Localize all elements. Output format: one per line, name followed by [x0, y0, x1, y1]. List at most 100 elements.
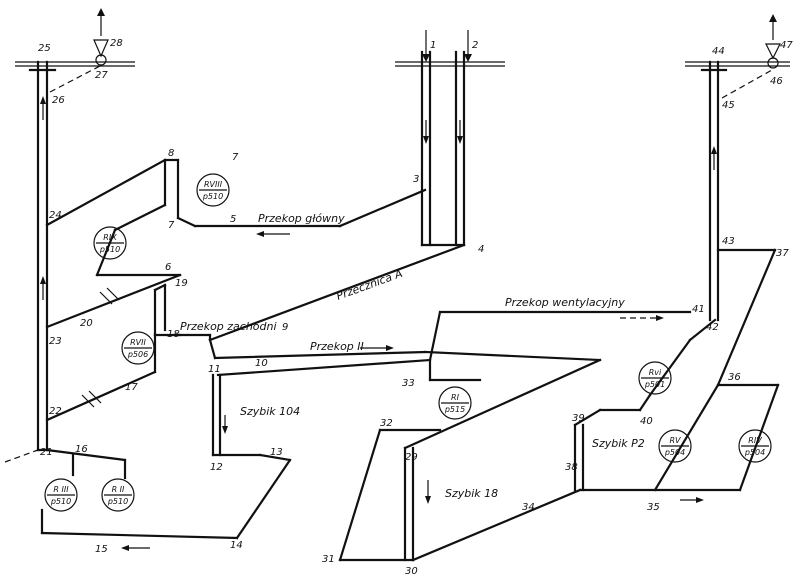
node-30: 30	[405, 566, 418, 577]
przecznica-a	[45, 243, 466, 342]
regulator-rix-bottom: p510	[99, 245, 120, 254]
node-14: 14	[230, 540, 243, 551]
node-19: 19	[175, 278, 188, 289]
node-27: 27	[95, 70, 108, 81]
node-40: 40	[640, 416, 653, 427]
upcast-shaft-right	[700, 60, 728, 322]
node-2: 2	[472, 40, 478, 51]
air-path-45-46	[721, 69, 773, 99]
regulator-rii-bottom: p510	[107, 497, 128, 506]
regulator-rviii: RVIII p510	[196, 173, 230, 207]
node-31: 31	[322, 554, 335, 565]
node-22: 22	[49, 406, 62, 417]
regulator-ri: RI p515	[438, 386, 472, 420]
regulator-rvi: Rvi p501	[638, 361, 672, 395]
node-3: 3	[413, 174, 419, 185]
node-8: 8	[168, 148, 174, 159]
node-42: 42	[706, 322, 719, 333]
node-44: 44	[712, 46, 725, 57]
node-34: 34	[522, 502, 535, 513]
node-41: 41	[692, 304, 705, 315]
regulator-rv-bottom: p504	[664, 448, 685, 457]
node-33: 33	[402, 378, 415, 389]
node-45: 45	[722, 100, 735, 111]
regulator-rviii-bottom: p510	[202, 192, 223, 201]
node-9: 9	[282, 322, 288, 333]
szybik-104	[211, 373, 292, 540]
node-7-top: 7	[232, 152, 239, 163]
regulator-rvii-top: RVII	[130, 338, 146, 347]
regulator-riii: R III p510	[44, 478, 78, 512]
regulator-ri-bottom: p515	[444, 405, 465, 414]
node-1: 1	[430, 40, 436, 51]
node-37: 37	[776, 248, 789, 259]
airflow-arrows	[40, 96, 717, 551]
downcast-shafts-center	[420, 30, 472, 247]
node-43: 43	[722, 236, 735, 247]
node-32: 32	[380, 418, 393, 429]
regulator-riv: RIV p504	[738, 429, 772, 463]
workings-szybik-18	[338, 310, 692, 562]
node-12: 12	[210, 462, 223, 473]
node-35: 35	[647, 502, 660, 513]
node-4: 4	[478, 244, 484, 255]
node-25: 25	[38, 43, 51, 54]
workings-upper-left	[45, 158, 197, 277]
label-przekop-wentylacyjny: Przekop wentylacyjny	[505, 296, 625, 309]
regulator-rvi-bottom: p501	[644, 380, 665, 389]
node-36: 36	[728, 372, 741, 383]
node-5: 5	[230, 214, 236, 225]
node-15: 15	[95, 544, 108, 555]
node-39: 39	[572, 413, 585, 424]
node-11: 11	[208, 364, 221, 375]
regulator-rvi-top: Rvi	[649, 368, 662, 377]
regulator-rii: R II p510	[101, 478, 135, 512]
air-path-26-27	[49, 65, 101, 93]
node-16: 16	[75, 444, 88, 455]
node-18: 18	[167, 329, 180, 340]
regulator-riv-top: RIV	[748, 436, 762, 445]
workings-mid-left	[45, 283, 212, 422]
node-29: 29	[405, 452, 418, 463]
regulator-rix-top: RIX	[103, 233, 117, 242]
workings-bottom-left	[4, 448, 239, 540]
regulator-riii-bottom: p510	[50, 497, 71, 506]
label-przecznica-a: Przecznica A	[335, 267, 405, 303]
node-21: 21	[40, 447, 53, 458]
regulator-riii-top: R III	[53, 485, 69, 494]
node-7: 7	[168, 220, 175, 231]
fan-left	[93, 8, 109, 66]
regulator-rviii-top: RVIII	[204, 180, 223, 189]
fan-right	[765, 14, 781, 69]
szybik-p2	[573, 318, 717, 492]
node-13: 13	[270, 447, 283, 458]
node-24: 24	[49, 210, 62, 221]
node-46: 46	[770, 76, 783, 87]
ground-surface-right	[685, 61, 790, 67]
node-26: 26	[52, 95, 65, 106]
node-6: 6	[165, 262, 171, 273]
regulator-rv: RV p504	[658, 429, 692, 463]
label-szybik-104: Szybik 104	[240, 405, 300, 418]
node-20: 20	[80, 318, 93, 329]
regulator-rvii: RVII p506	[121, 331, 155, 365]
node-10: 10	[255, 358, 268, 369]
label-szybik-18: Szybik 18	[445, 487, 498, 500]
regulator-rv-top: RV	[669, 436, 681, 445]
node-47: 47	[780, 40, 793, 51]
node-38: 38	[565, 462, 578, 473]
label-przekop-ii: Przekop II	[310, 340, 364, 353]
regulator-rvii-bottom: p506	[127, 350, 148, 359]
label-przekop-zachodni: Przekop zachodni	[180, 320, 277, 333]
node-23: 23	[49, 336, 62, 347]
przekop-glowny	[193, 188, 427, 228]
label-przekop-glowny: Przekop główny	[258, 212, 345, 225]
ground-surface-left	[15, 61, 135, 67]
regulator-rix: RIX p510	[93, 226, 127, 260]
przekop-ii	[208, 338, 432, 377]
upcast-shaft-left	[28, 60, 57, 452]
node-28: 28	[110, 38, 123, 49]
label-szybik-p2: Szybik P2	[592, 437, 645, 450]
